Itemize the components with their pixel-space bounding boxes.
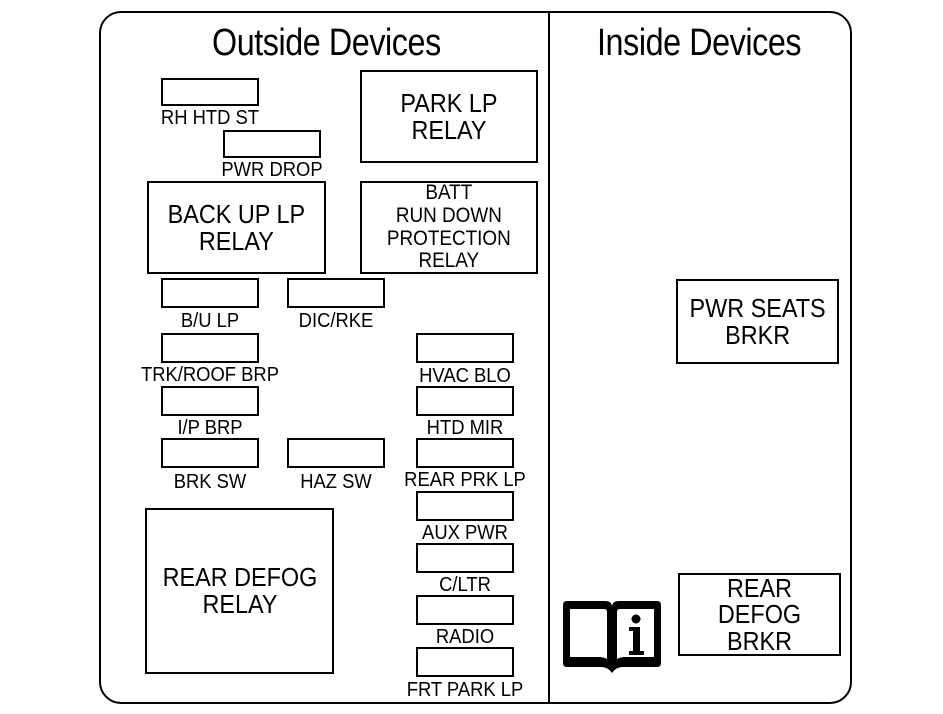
fuse-label-rear-prk-lp: REAR PRK LP — [404, 469, 526, 491]
fuse-trk-roof-brp[interactable] — [161, 333, 259, 363]
relay-label-rear-defog: REAR DEFOG RELAY — [162, 562, 317, 619]
relay-back-up-lp[interactable]: BACK UP LP RELAY — [147, 181, 326, 274]
breaker-rear-defog[interactable]: REAR DEFOG BRKR — [678, 573, 841, 656]
relay-label-back-up-lp: BACK UP LP RELAY — [167, 198, 306, 256]
fuse-label-bu-lp: B/U LP — [180, 310, 240, 332]
fuse-aux-pwr[interactable] — [416, 491, 514, 521]
relay-batt-run-down-protection[interactable]: BATT RUN DOWN PROTECTION RELAY — [360, 181, 538, 274]
relay-label-park-lp: PARK LP RELAY — [400, 87, 498, 145]
relay-rear-defog[interactable]: REAR DEFOG RELAY — [145, 508, 334, 674]
fuse-c-ltr[interactable] — [416, 543, 514, 573]
breaker-label-rear-defog: REAR DEFOG BRKR — [717, 572, 802, 656]
fuse-bu-lp[interactable] — [161, 278, 259, 308]
fuse-label-ip-brp: I/P BRP — [177, 417, 243, 439]
fuse-label-c-ltr: C/LTR — [439, 574, 491, 596]
breaker-label-pwr-seats: PWR SEATS BRKR — [689, 292, 826, 350]
fuse-pwr-drop[interactable] — [223, 130, 321, 158]
fuse-label-brk-sw: BRK SW — [173, 471, 247, 493]
fuse-haz-sw[interactable] — [287, 438, 385, 468]
fuse-label-pwr-drop: PWR DROP — [221, 159, 323, 181]
fuse-label-aux-pwr: AUX PWR — [422, 522, 508, 544]
fuse-label-frt-park-lp: FRT PARK LP — [406, 679, 524, 701]
breaker-pwr-seats[interactable]: PWR SEATS BRKR — [676, 279, 839, 364]
fuse-brk-sw[interactable] — [161, 438, 259, 468]
fuse-rh-htd-st[interactable] — [161, 78, 259, 106]
relay-label-batt-run-down: BATT RUN DOWN PROTECTION RELAY — [387, 181, 511, 273]
section-divider — [548, 11, 550, 704]
fuse-hvac-blo[interactable] — [416, 333, 514, 363]
owner-manual-info-icon — [563, 601, 661, 673]
fuse-htd-mir[interactable] — [416, 386, 514, 416]
fuse-label-htd-mir: HTD MIR — [426, 417, 504, 439]
inside-devices-heading: Inside Devices — [597, 22, 802, 64]
fuse-frt-park-lp[interactable] — [416, 647, 514, 677]
fuse-ip-brp[interactable] — [161, 386, 259, 416]
fuse-radio[interactable] — [416, 595, 514, 625]
fuse-dic-rke[interactable] — [287, 278, 385, 308]
fuse-block-outline — [99, 11, 852, 704]
relay-park-lp[interactable]: PARK LP RELAY — [360, 70, 538, 163]
fuse-label-haz-sw: HAZ SW — [300, 471, 372, 493]
fuse-label-hvac-blo: HVAC BLO — [419, 365, 511, 387]
fuse-label-dic-rke: DIC/RKE — [298, 310, 374, 332]
fuse-label-radio: RADIO — [435, 626, 495, 648]
fuse-label-trk-roof-brp: TRK/ROOF BRP — [140, 364, 279, 386]
fuse-label-rh-htd-st: RH HTD ST — [160, 107, 260, 129]
fuse-rear-prk-lp[interactable] — [416, 438, 514, 468]
outside-devices-heading: Outside Devices — [212, 22, 441, 64]
